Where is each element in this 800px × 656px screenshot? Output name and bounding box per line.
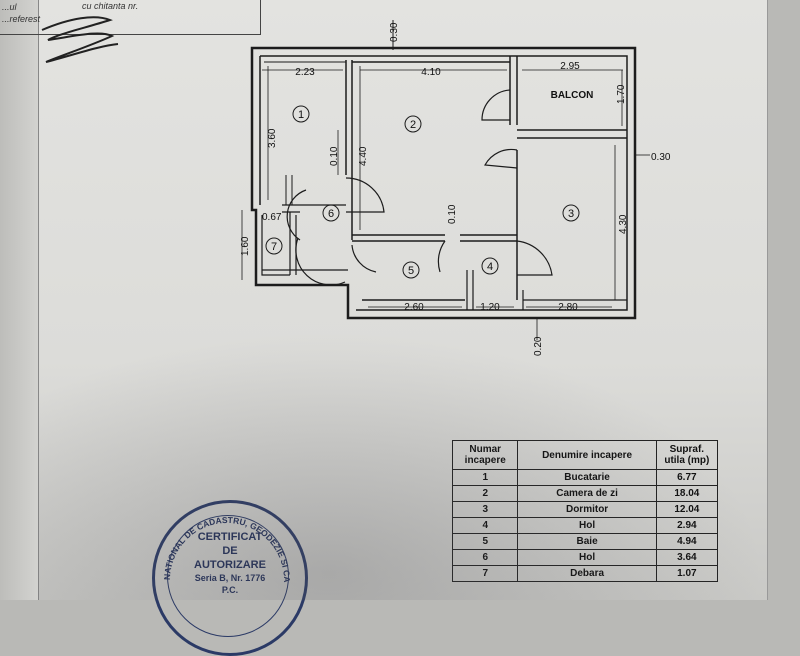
stamp-line: P.C. — [221, 585, 239, 595]
room-number: 7 — [271, 241, 277, 253]
cell-name: Debara — [517, 565, 657, 582]
cell-number: 7 — [451, 565, 519, 582]
room-number: 3 — [568, 208, 574, 220]
table-row: 7 Debara 1.07 — [451, 565, 719, 582]
cell-area: 1.07 — [655, 565, 719, 582]
signature-mark — [41, 16, 119, 63]
col-header: Numar incapere — [451, 440, 519, 470]
dim-text: 4.30 — [618, 214, 629, 234]
table-row: 2 Camera de zi 18.04 — [451, 485, 719, 502]
dim-text: 0.30 — [389, 22, 400, 42]
header-line-2: ...referest — [2, 14, 41, 24]
cell-name: Bucatarie — [517, 469, 657, 486]
dim-text: 1.20 — [480, 302, 500, 313]
dim-text: 0.10 — [447, 204, 458, 224]
stamp-line: AUTORIZARE — [194, 559, 266, 571]
table-row: 3 Dormitor 12.04 — [451, 501, 719, 518]
table-row: 4 Hol 2.94 — [451, 517, 719, 534]
dim-text: 4.10 — [421, 67, 441, 78]
col-header: Supraf. utila (mp) — [655, 440, 719, 470]
stamp-line: Seria B, Nr. 1776 — [194, 573, 266, 583]
cell-name: Hol — [517, 517, 657, 534]
table-row: 1 Bucatarie 6.77 — [451, 469, 719, 486]
cell-area: 3.64 — [655, 549, 719, 566]
table-header-row: Numar incapere Denumire incapere Supraf.… — [451, 440, 719, 470]
room-number: 4 — [487, 261, 493, 273]
stamp-line: CERTIFICAT — [197, 531, 263, 543]
cell-name: Dormitor — [517, 501, 657, 518]
dim-text: 1.60 — [240, 236, 251, 256]
stamp-line: DE — [222, 545, 238, 557]
dim-text: 2.60 — [404, 302, 424, 313]
cell-area: 6.77 — [655, 469, 719, 486]
table-row: 6 Hol 3.64 — [451, 549, 719, 566]
header-line-1: ...ul — [2, 2, 17, 12]
dim-text: 4.40 — [358, 146, 369, 166]
col-header: Denumire incapere — [517, 440, 657, 470]
cell-name: Hol — [517, 549, 657, 566]
header-line-3: cu chitanta nr. — [82, 1, 139, 11]
room-number: 1 — [298, 109, 304, 121]
cell-area: 2.94 — [655, 517, 719, 534]
balcony-label: BALCON — [551, 90, 594, 101]
stamp-ring-text: NATIONAL DE CADASTRU, GEODEZIE SI CARTOG… — [152, 500, 292, 583]
table-row: 5 Baie 4.94 — [451, 533, 719, 550]
dim-text: 1.70 — [616, 84, 627, 104]
cell-number: 2 — [451, 485, 519, 502]
dim-text: 2.80 — [558, 302, 578, 313]
authorization-stamp: NATIONAL DE CADASTRU, GEODEZIE SI CARTOG… — [152, 500, 308, 656]
dim-text: 3.60 — [267, 128, 278, 148]
dim-text: 2.95 — [560, 61, 580, 72]
room-number: 5 — [408, 265, 414, 277]
header-box: ...ul ...referest cu chitanta nr. — [0, 0, 261, 35]
dim-text: 0.10 — [329, 146, 340, 166]
cell-number: 3 — [451, 501, 519, 518]
cell-number: 6 — [451, 549, 519, 566]
cell-number: 4 — [451, 517, 519, 534]
rooms-table: Numar incapere Denumire incapere Supraf.… — [451, 440, 719, 582]
floor-plan: 1 2 3 4 5 6 7 BALCON 0.30 2.23 4.10 2.95… — [41, 16, 671, 356]
cell-number: 5 — [451, 533, 519, 550]
dim-text: 0.30 — [651, 152, 671, 163]
dim-text: 0.20 — [533, 336, 544, 356]
cell-area: 4.94 — [655, 533, 719, 550]
cell-number: 1 — [451, 469, 519, 486]
cell-area: 18.04 — [655, 485, 719, 502]
room-number: 2 — [410, 119, 416, 131]
cell-name: Baie — [517, 533, 657, 550]
left-scan-strip — [0, 0, 38, 600]
dim-text: 2.23 — [295, 67, 315, 78]
cell-area: 12.04 — [655, 501, 719, 518]
cell-name: Camera de zi — [517, 485, 657, 502]
room-number: 6 — [328, 208, 334, 220]
dim-text: 0.67 — [262, 212, 282, 223]
